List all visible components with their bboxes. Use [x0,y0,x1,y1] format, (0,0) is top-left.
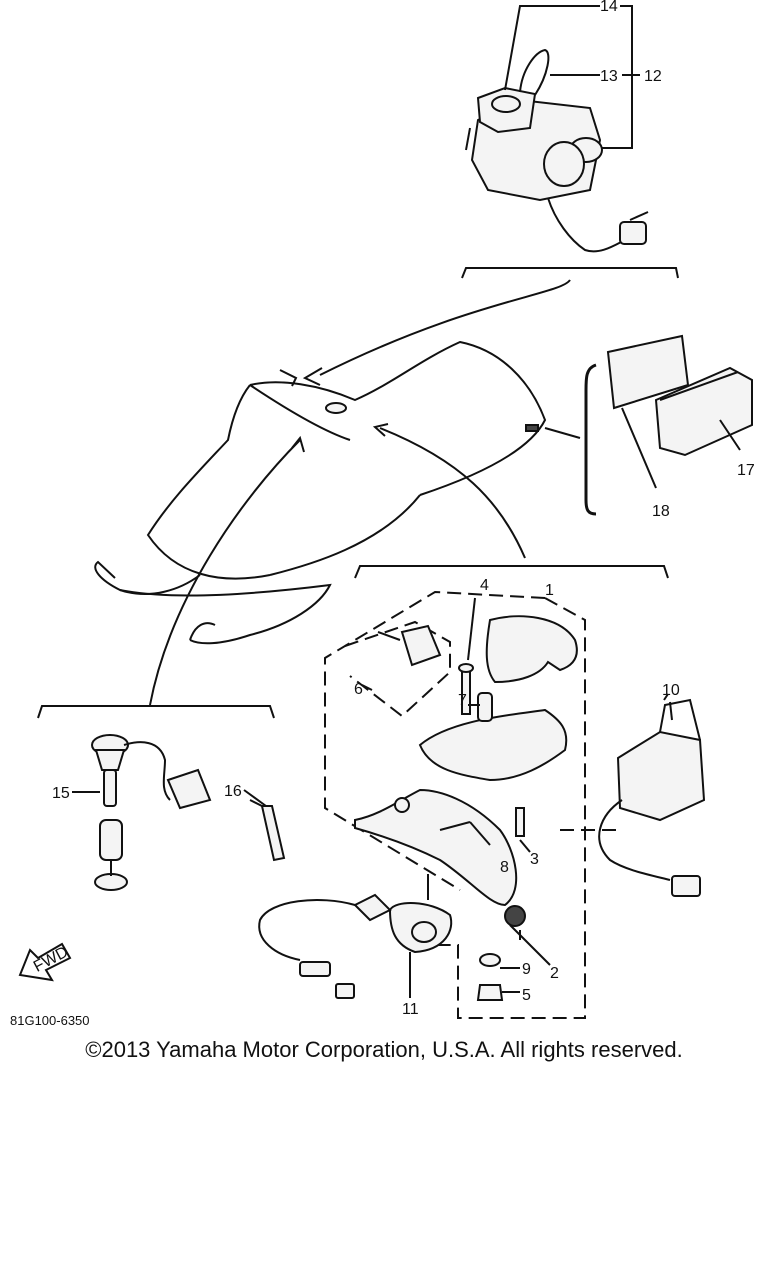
fwd-arrow-icon: FWD [18,942,72,982]
fwd-label: FWD [31,944,71,976]
parts-diagram: FWD 14 13 12 17 18 1 4 6 7 10 15 16 3 8 … [18,0,755,1019]
callout-18: 18 [652,503,670,520]
diagram-code: 81G100-6350 [10,1013,90,1028]
callout-12: 12 [644,68,662,85]
throttle-assembly [258,590,586,1019]
left-bracket [37,705,275,719]
callout-15: 15 [52,785,70,802]
callout-9: 9 [522,961,531,978]
callout-1: 1 [545,582,554,599]
callout-16: 16 [224,783,242,800]
callout-14: 14 [600,0,618,15]
callout-2: 2 [550,965,559,982]
callout-4: 4 [480,577,489,594]
kill-switch-group [91,734,286,891]
top-bracket [461,267,679,279]
callout-6: 6 [354,681,363,698]
callout-10: 10 [662,682,680,699]
callout-7: 7 [458,692,467,709]
callout-13: 13 [600,68,618,85]
top-switch-assembly [465,5,649,253]
callout-11: 11 [402,1001,419,1018]
callout-17: 17 [737,462,755,479]
callout-8: 8 [500,859,509,876]
main-bracket [354,565,669,579]
reflector-group [584,334,753,516]
copyright-notice: ©2013 Yamaha Motor Corporation, U.S.A. A… [85,1037,683,1062]
callout-5: 5 [522,987,531,1004]
connector-part-10 [560,693,706,897]
callout-3: 3 [530,851,539,868]
snowmobile-body [94,340,547,645]
